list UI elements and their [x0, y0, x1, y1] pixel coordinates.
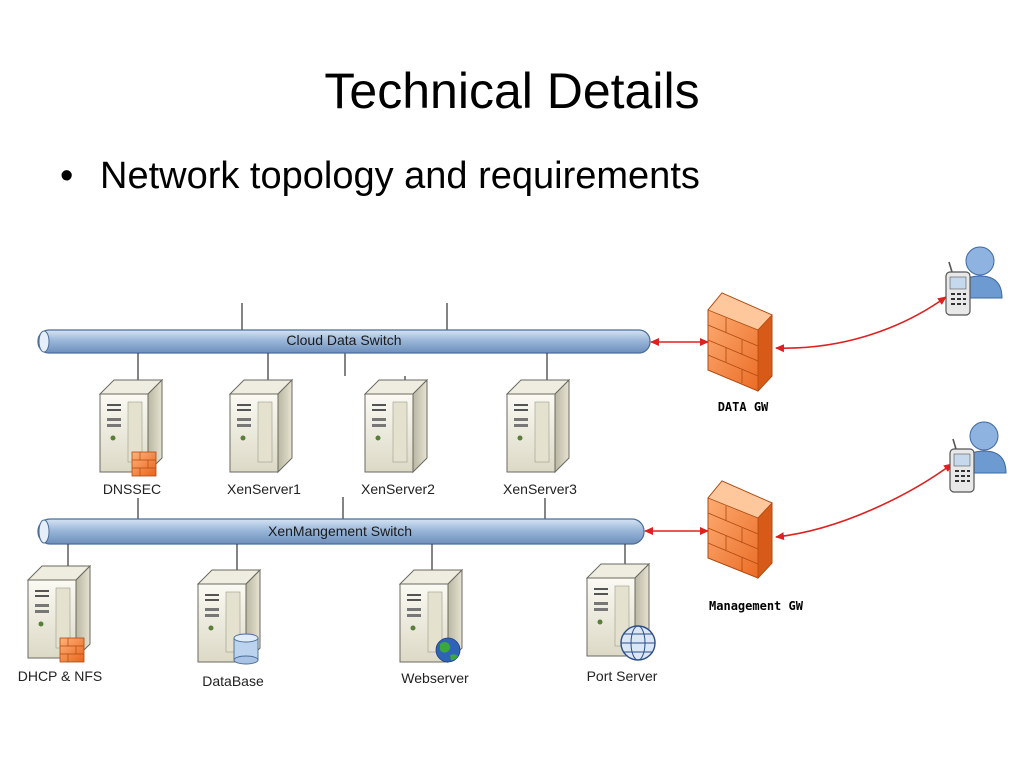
globe-icon	[435, 637, 461, 663]
slide-title: Technical Details	[324, 63, 700, 119]
server-label: XenServer1	[227, 481, 301, 497]
bullet-item: • Network topology and requirements	[60, 155, 700, 198]
cloud-switch-label: Cloud Data Switch	[286, 332, 401, 348]
database-icon	[233, 633, 259, 665]
cloud-data-switch: Cloud Data Switch	[37, 303, 651, 376]
bus-end-cap	[38, 330, 50, 353]
firewall-icon	[707, 480, 773, 580]
server-label: Webserver	[401, 670, 469, 686]
user-gw-link	[775, 296, 947, 353]
server-xenserver3: XenServer3	[503, 353, 577, 497]
bus-end-cap	[38, 519, 50, 544]
server-label: XenServer2	[361, 481, 435, 497]
firewall-data-gw: DATA GW	[707, 292, 773, 414]
server-dhcp-nfs: DHCP & NFS	[18, 544, 103, 684]
server-port: Port Server	[586, 544, 658, 684]
server-label: DNSSEC	[103, 481, 161, 497]
server-dnssec: DNSSEC	[99, 353, 163, 497]
user-gw-link	[775, 463, 953, 541]
world-wire-globe-icon	[620, 625, 656, 661]
mobile-user-data	[945, 246, 1003, 316]
server-webserver: Webserver	[399, 544, 469, 686]
red-links	[644, 296, 953, 541]
gateway-label: DATA GW	[718, 400, 769, 414]
server-label: DHCP & NFS	[18, 668, 103, 684]
firewall-management-gw: Management GW	[707, 480, 804, 613]
mobile-phone-icon	[949, 438, 975, 493]
gateway-label: Management GW	[709, 599, 804, 613]
server-xenserver2: XenServer2	[361, 376, 435, 497]
firewall-icon	[707, 292, 773, 393]
firewall-badge-icon	[131, 451, 157, 477]
server-xenserver1: XenServer1	[227, 353, 301, 497]
firewall-badge-icon	[59, 637, 85, 663]
bullet-text: Network topology and requirements	[100, 155, 700, 197]
xenmanagement-switch: XenMangement Switch	[37, 497, 645, 545]
mgmt-switch-label: XenMangement Switch	[268, 523, 412, 539]
mobile-user-management	[949, 421, 1007, 493]
bullet-icon: •	[60, 155, 74, 197]
mobile-phone-icon	[945, 261, 971, 316]
server-label: DataBase	[202, 673, 264, 689]
server-database: DataBase	[197, 544, 264, 689]
server-label: Port Server	[587, 668, 658, 684]
server-label: XenServer3	[503, 481, 577, 497]
